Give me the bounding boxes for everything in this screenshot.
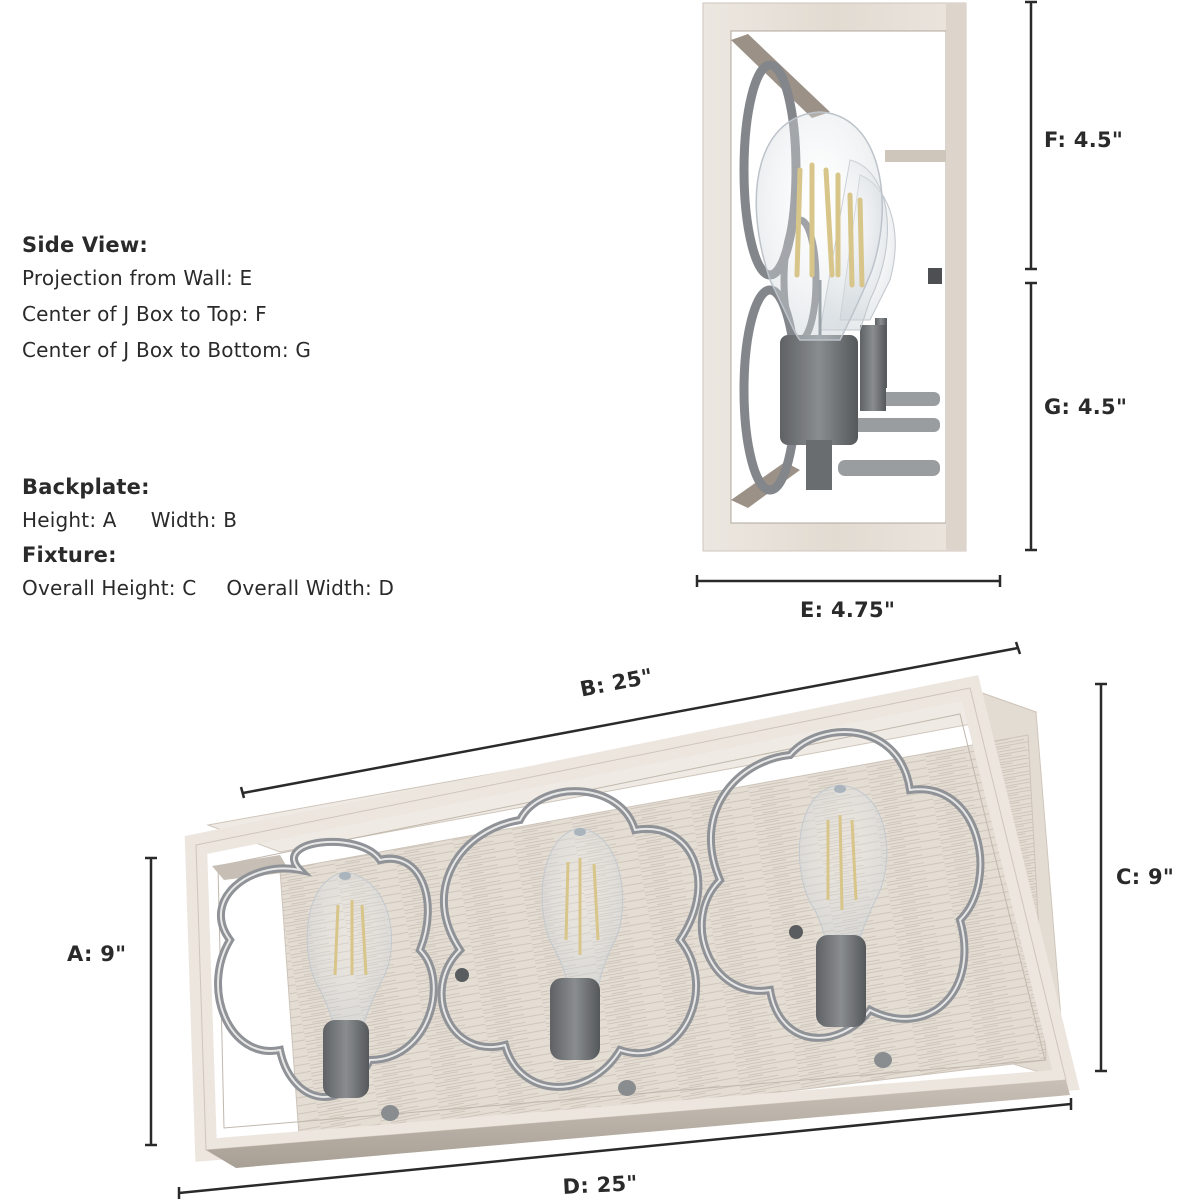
- dimension-g-label: G: 4.5": [1044, 395, 1128, 419]
- front-dimension-lines: [145, 641, 1107, 1199]
- dimension-d-label: D: 25": [562, 1171, 639, 1199]
- side-dimension-lines: [695, 0, 1037, 587]
- side-view-drawing: [702, 2, 967, 552]
- dimension-c-label: C: 9": [1116, 865, 1175, 889]
- jbox-to-bottom-label: Center of J Box to Bottom: G: [22, 338, 312, 362]
- front-view-drawing: [184, 675, 1080, 1168]
- backplate-width-label: Width: B: [150, 508, 238, 532]
- fixture-width-label: Overall Width: D: [226, 576, 395, 600]
- dimension-e-label: E: 4.75": [800, 598, 896, 622]
- backplate-height-label: Height: A: [22, 508, 117, 532]
- projection-from-wall-label: Projection from Wall: E: [22, 266, 253, 290]
- side-view-legend: Side View: Projection from Wall: E Cente…: [22, 232, 311, 368]
- dimension-a-label: A: 9": [67, 942, 127, 966]
- side-view-heading: Side View:: [22, 233, 149, 257]
- backplate-legend: Backplate: Height: A Width: B Fixture: Ov…: [22, 474, 394, 606]
- backplate-heading: Backplate:: [22, 475, 150, 499]
- backplate-dims-row: Height: A Width: B: [22, 502, 394, 538]
- jbox-to-top-label: Center of J Box to Top: F: [22, 302, 267, 326]
- dimension-f-label: F: 4.5": [1044, 128, 1124, 152]
- fixture-dims-row: Overall Height: C Overall Width: D: [22, 570, 394, 606]
- fixture-heading: Fixture:: [22, 543, 117, 567]
- fixture-height-label: Overall Height: C: [22, 576, 197, 600]
